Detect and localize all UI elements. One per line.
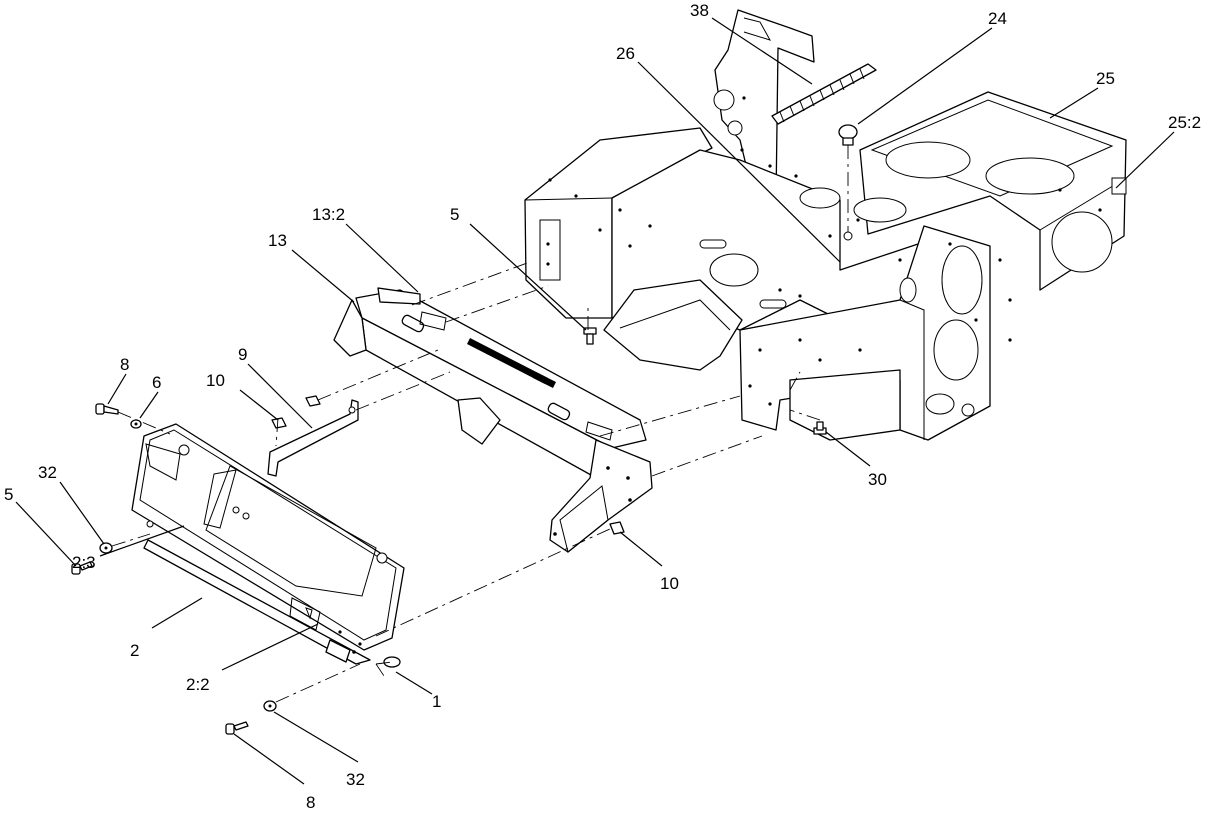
callout-8-upper: 8 xyxy=(120,355,129,374)
callout-32-left: 32 xyxy=(38,463,57,482)
callout-5-left: 5 xyxy=(4,485,13,504)
callout-26: 26 xyxy=(616,44,635,63)
knob-24 xyxy=(838,124,858,241)
cross-member-13 xyxy=(333,287,653,553)
nut-10-right xyxy=(609,521,625,535)
screw-8-upper xyxy=(95,403,119,415)
bumper-1 xyxy=(383,656,401,668)
washer-32-bottom xyxy=(263,700,277,712)
screw-8-bottom xyxy=(225,721,249,735)
washer-6 xyxy=(130,419,142,429)
callout-32-bottom: 32 xyxy=(346,770,365,789)
bolt-30 xyxy=(813,421,827,435)
callout-38: 38 xyxy=(690,1,709,20)
callout-6: 6 xyxy=(152,373,161,392)
nut-10-upper xyxy=(305,395,321,407)
bracket-9 xyxy=(267,399,359,477)
leader-lines xyxy=(15,17,1175,785)
callout-24: 24 xyxy=(988,9,1007,28)
callout-13-2: 13:2 xyxy=(312,205,345,224)
assembly-centerlines xyxy=(111,261,821,703)
callout-9: 9 xyxy=(238,345,247,364)
callout-8-bottom: 8 xyxy=(306,793,315,812)
callout-30: 30 xyxy=(868,470,887,489)
callout-10-right: 10 xyxy=(660,574,679,593)
callout-10-left: 10 xyxy=(206,371,225,390)
callout-2-3: 2:3 xyxy=(72,553,96,572)
callout-25-2: 25:2 xyxy=(1168,113,1201,132)
spring-38 xyxy=(771,63,877,125)
frame-holes xyxy=(546,96,1102,406)
callout-5-upper: 5 xyxy=(450,205,459,224)
callout-labels: 38 24 26 25 25:2 13:2 13 5 8 6 9 10 32 5… xyxy=(4,1,1201,812)
main-frame xyxy=(524,9,1127,441)
callout-1: 1 xyxy=(432,692,441,711)
callout-2-2: 2:2 xyxy=(186,675,210,694)
callout-13: 13 xyxy=(268,231,287,250)
washer-32-left xyxy=(99,542,113,554)
callout-25: 25 xyxy=(1096,69,1115,88)
front-panel-2 xyxy=(131,423,405,665)
bolt-5-upper xyxy=(583,327,597,345)
callout-2: 2 xyxy=(130,641,139,660)
nut-10-left xyxy=(271,417,287,429)
screw-5-left xyxy=(71,561,93,575)
